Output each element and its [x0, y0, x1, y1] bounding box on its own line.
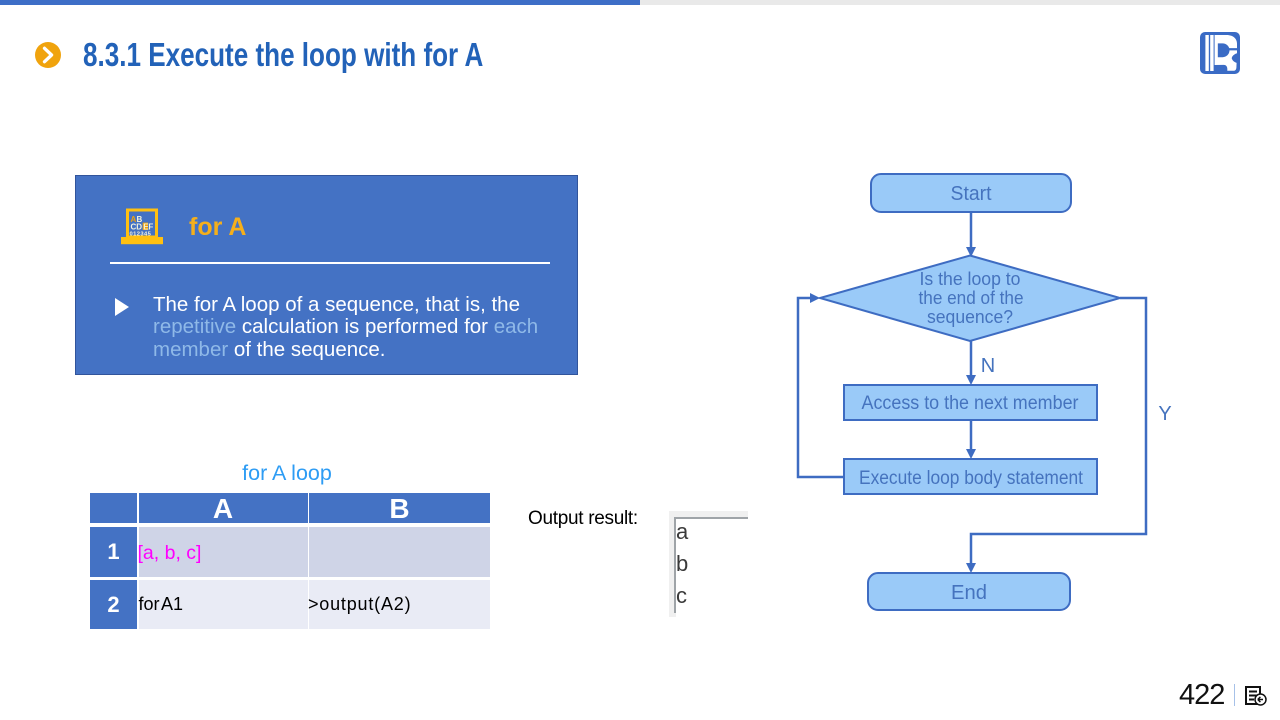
- svg-text:E: E: [143, 223, 149, 232]
- svg-text:Execute loop body statement: Execute loop body statement: [859, 468, 1084, 489]
- svg-text:End: End: [951, 582, 987, 604]
- svg-text:sequence?: sequence?: [927, 307, 1013, 327]
- svg-text:A: A: [131, 215, 137, 224]
- svg-text:N: N: [981, 355, 995, 377]
- svg-text:B: B: [137, 215, 143, 224]
- svg-text:Start: Start: [951, 183, 992, 205]
- svg-text:CD: CD: [131, 223, 143, 232]
- svg-text:012345: 012345: [130, 232, 152, 238]
- svg-text:Is the loop to: Is the loop to: [920, 269, 1021, 289]
- svg-text:Y: Y: [1158, 403, 1171, 425]
- svg-text:Access to the next member: Access to the next member: [862, 393, 1080, 414]
- svg-text:F: F: [148, 223, 153, 232]
- svg-text:the end of the: the end of the: [919, 288, 1024, 308]
